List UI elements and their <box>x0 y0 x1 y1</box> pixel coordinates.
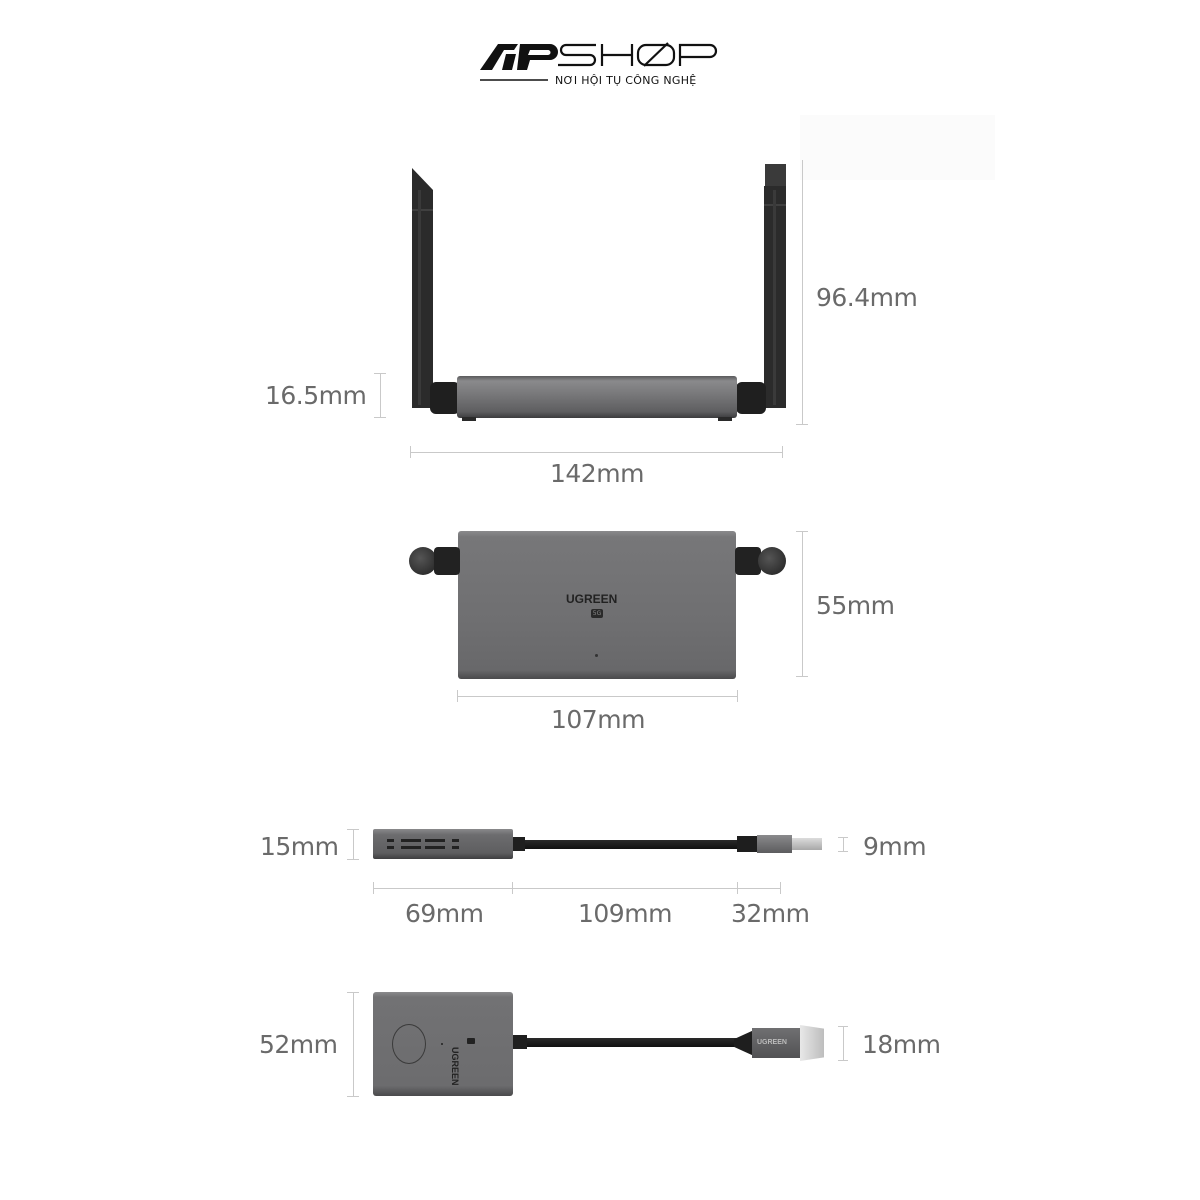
plug-housing <box>752 1028 800 1058</box>
antenna-knob-left-icon <box>409 547 437 575</box>
antenna-hinge-right <box>735 547 761 575</box>
plug-brand: UGREEN <box>757 1039 787 1046</box>
receiver-body <box>457 376 737 418</box>
led-indicator <box>441 1043 443 1045</box>
dim-receiver-height: 16.5mm <box>265 381 367 410</box>
hinge-right <box>736 382 766 414</box>
dim-receiver-total-height: 96.4mm <box>816 283 918 312</box>
ugreen-brand: UGREEN <box>450 1047 460 1086</box>
dim-plug-width: 18mm <box>862 1030 941 1059</box>
vent <box>452 846 459 849</box>
dim-receiver-top-width: 107mm <box>551 705 645 734</box>
vent <box>401 846 421 849</box>
ugreen-brand: UGREEN <box>566 592 618 606</box>
hdmi-connector <box>800 1025 824 1061</box>
cable <box>525 840 740 849</box>
5g-badge: 5G <box>591 609 603 618</box>
plug-boot <box>737 836 757 852</box>
vent <box>401 839 421 842</box>
hinge-left <box>430 382 460 414</box>
led-indicator <box>595 654 598 657</box>
vent <box>425 846 445 849</box>
dim-plug-length: 32mm <box>731 899 810 928</box>
logo-tagline: NƠI HỘI TỤ CÔNG NGHỆ <box>555 74 697 87</box>
vent <box>452 839 459 842</box>
antenna-right-icon <box>764 164 786 408</box>
pair-button[interactable] <box>392 1024 426 1064</box>
antenna-knob-right-icon <box>758 547 786 575</box>
vent <box>425 839 445 842</box>
cable-strain-relief <box>513 837 525 851</box>
dim-cable-length: 109mm <box>578 899 672 928</box>
dim-plug-height: 9mm <box>863 832 927 861</box>
foot <box>718 417 732 421</box>
antenna-hinge-left <box>434 547 460 575</box>
background-shade <box>800 115 995 180</box>
dim-receiver-depth: 55mm <box>816 591 895 620</box>
hdmi-connector <box>792 838 822 850</box>
5g-badge <box>467 1038 475 1044</box>
dim-transmitter-height: 15mm <box>260 832 339 861</box>
transmitter-body <box>373 829 513 859</box>
foot <box>462 417 476 421</box>
plug-boot <box>734 1030 754 1056</box>
dim-body-length: 69mm <box>405 899 484 928</box>
vent <box>387 846 394 849</box>
dim-receiver-width: 142mm <box>550 459 644 488</box>
apshop-logo-mark <box>480 42 718 81</box>
dim-transmitter-width: 52mm <box>259 1030 338 1059</box>
cable <box>527 1038 737 1047</box>
plug-housing <box>757 835 792 853</box>
antenna-left-icon <box>412 168 433 408</box>
cable-strain-relief <box>513 1035 527 1049</box>
vent <box>387 839 394 842</box>
